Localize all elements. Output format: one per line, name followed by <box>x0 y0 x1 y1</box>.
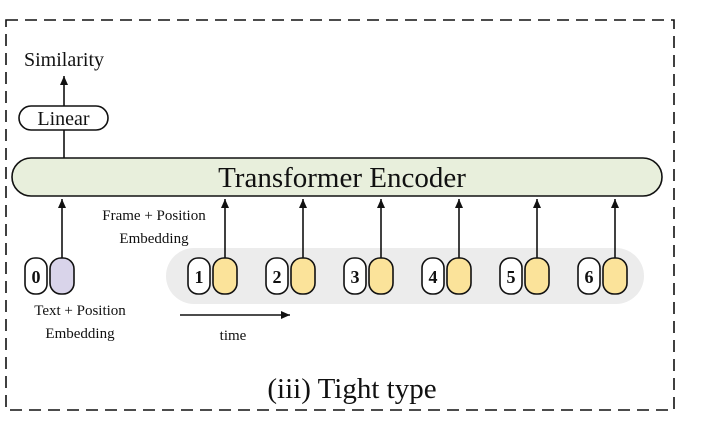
frame-token-embedding <box>368 257 394 295</box>
frame-token-3: 3 <box>343 199 394 295</box>
frame-token-index-box <box>577 257 601 295</box>
text-embedding-label-line2: Embedding <box>45 326 115 342</box>
frame-token-index: 5 <box>507 267 516 287</box>
time-label: time <box>220 328 247 344</box>
frame-token-4: 4 <box>421 199 472 295</box>
frame-token-embedding <box>290 257 316 295</box>
frame-token-6: 6 <box>577 199 628 295</box>
text-embedding-label-line1: Text + Position <box>34 303 126 319</box>
similarity-label: Similarity <box>24 49 104 71</box>
caption: (iii) Tight type <box>267 373 436 405</box>
frame-embedding-label-line1: Frame + Position <box>102 208 206 224</box>
frame-embedding-label-line2: Embedding <box>119 231 189 247</box>
frame-token-2: 2 <box>265 199 316 295</box>
text-token-embedding <box>49 257 75 295</box>
frame-token-index-box <box>343 257 367 295</box>
frame-token-index-box <box>421 257 445 295</box>
frame-token-embedding <box>524 257 550 295</box>
frame-token-embedding <box>446 257 472 295</box>
frame-token-index: 6 <box>585 267 594 287</box>
frame-token-5: 5 <box>499 199 550 295</box>
frame-token-1: 1 <box>187 199 238 295</box>
dashed-border <box>5 19 675 411</box>
transformer-encoder-label: Transformer Encoder <box>218 162 466 194</box>
text-token-index-box <box>24 257 48 295</box>
linear-label: Linear <box>37 108 90 130</box>
frame-token-index: 2 <box>273 267 282 287</box>
frame-token-index-box <box>265 257 289 295</box>
frame-token-embedding <box>602 257 628 295</box>
transformer-encoder-box <box>11 157 663 197</box>
frame-token-index-box <box>187 257 211 295</box>
frame-token-index: 4 <box>429 267 438 287</box>
frame-token-index-box <box>499 257 523 295</box>
frame-token-index: 1 <box>195 267 204 287</box>
text-token-index: 0 <box>32 267 41 287</box>
frame-token-embedding <box>212 257 238 295</box>
frame-token-index: 3 <box>351 267 360 287</box>
text-token: 0 <box>24 199 75 295</box>
